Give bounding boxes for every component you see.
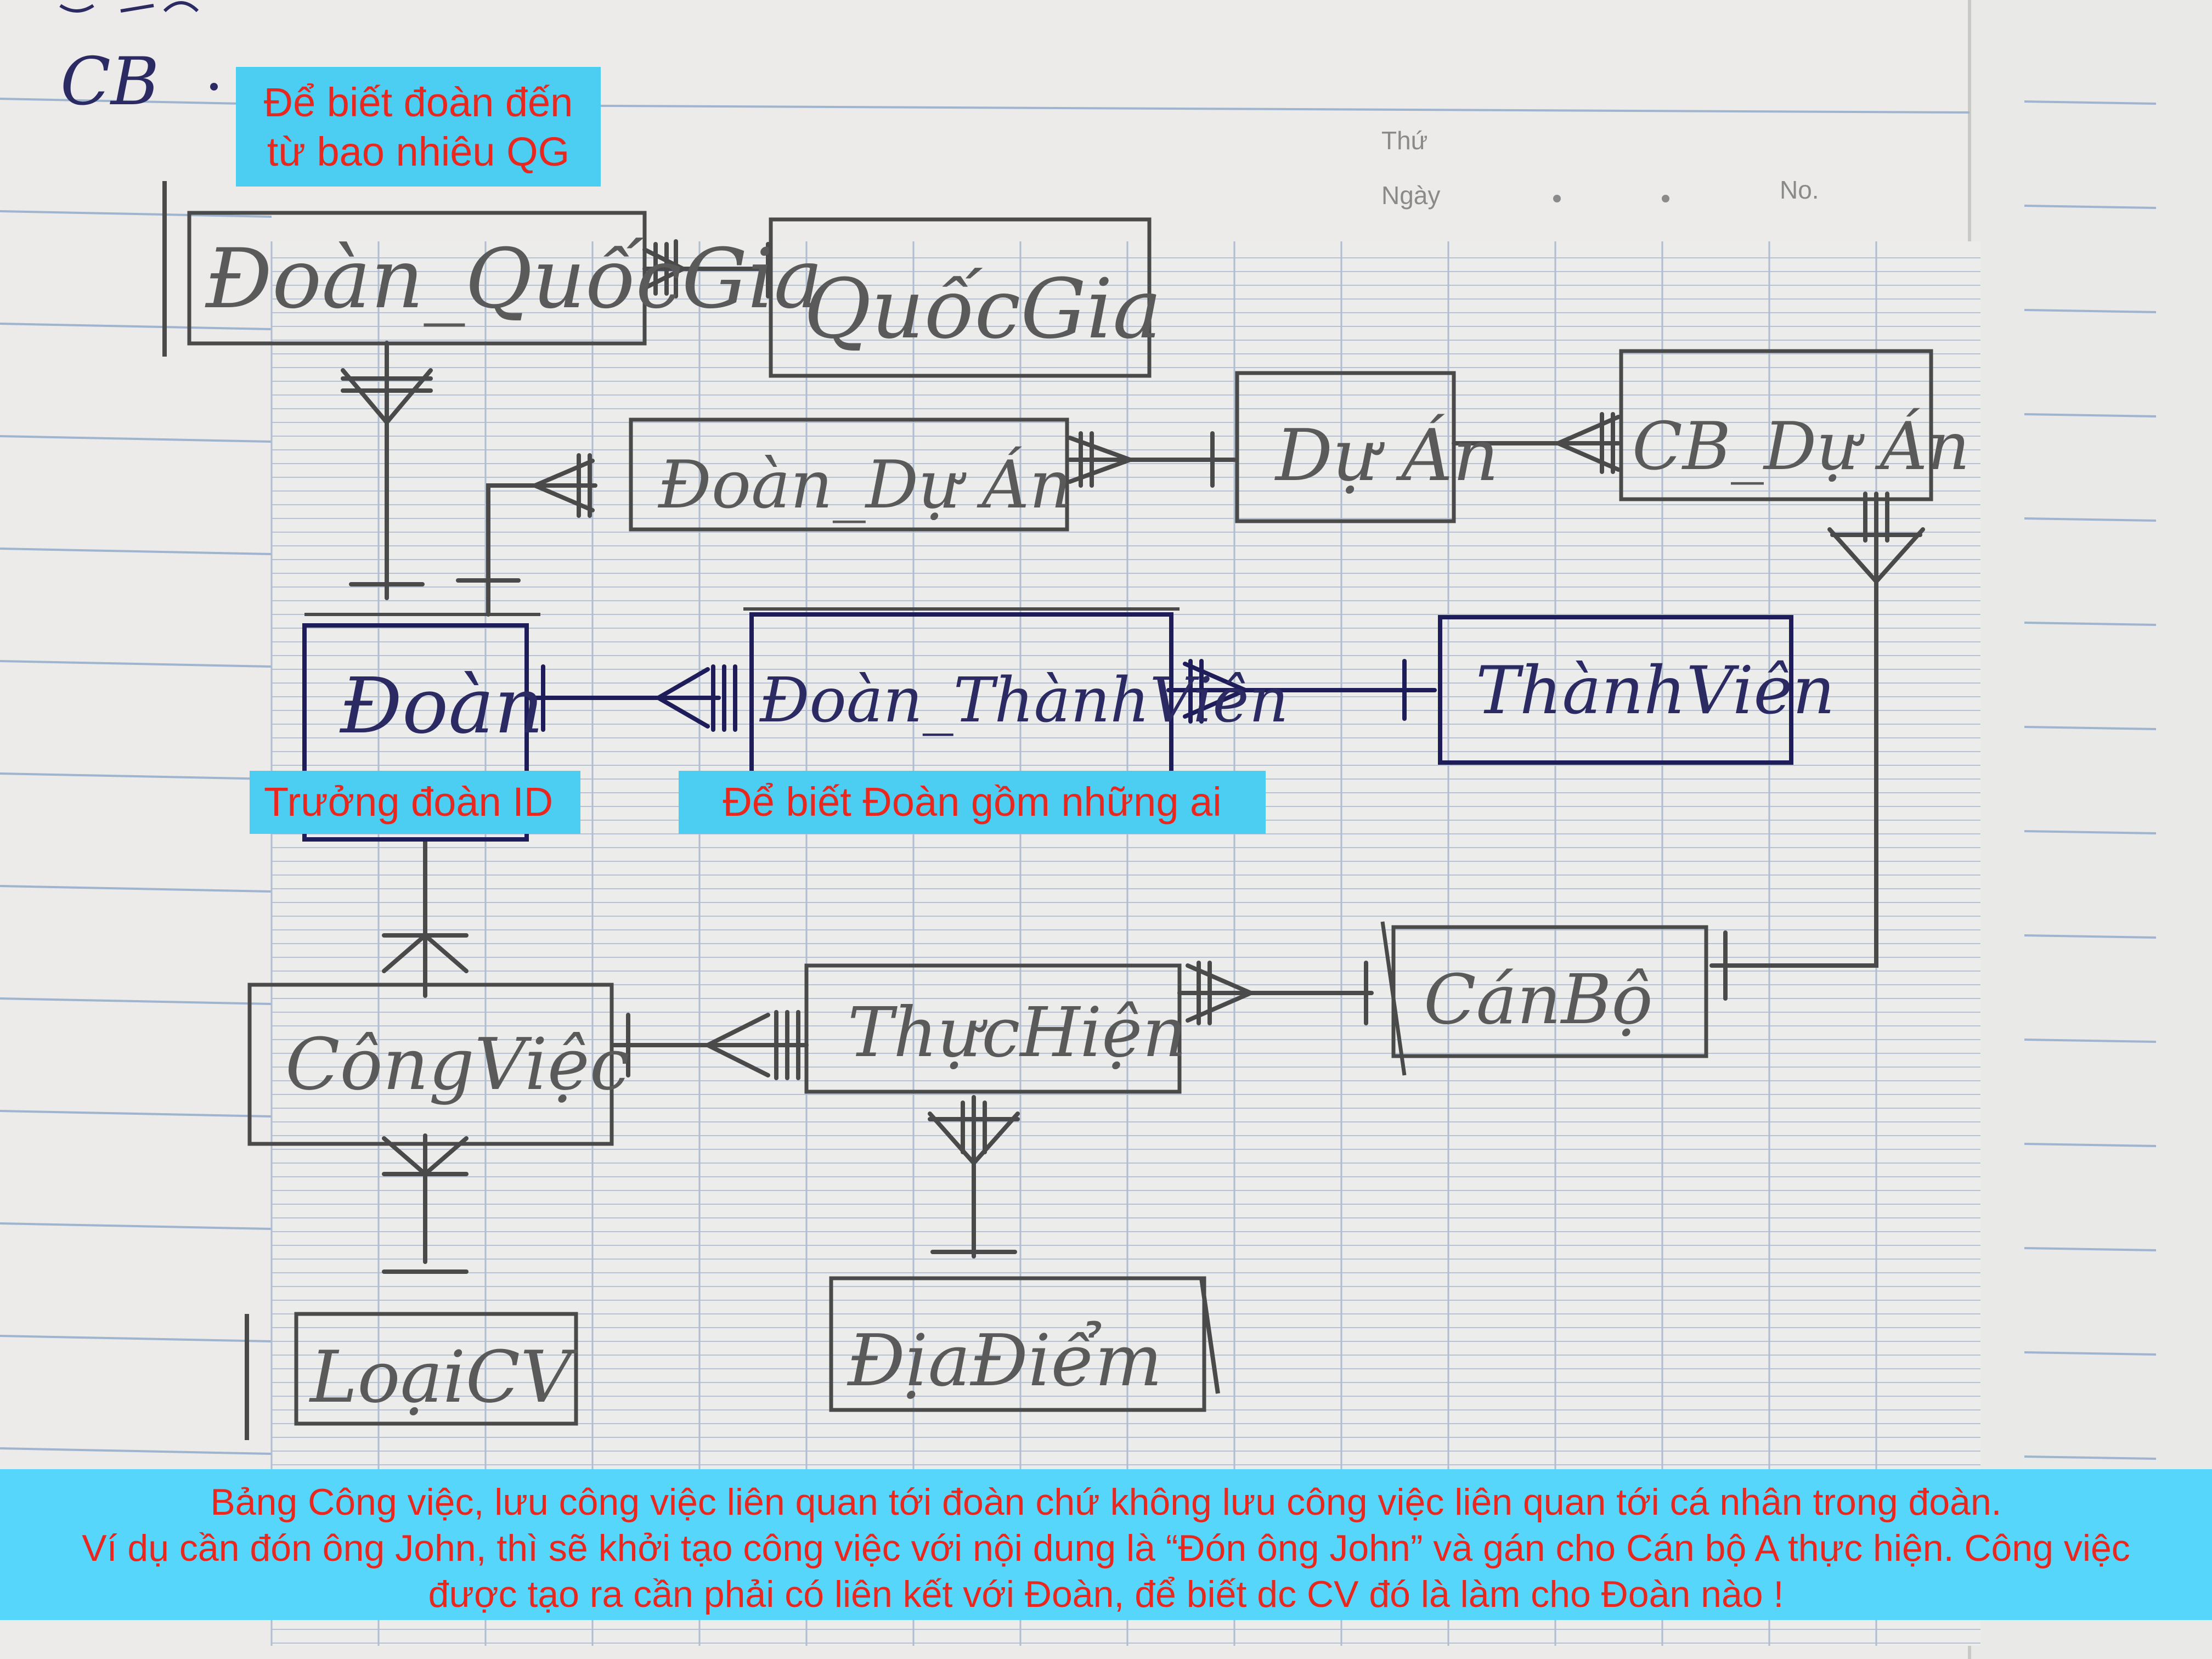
paper-line: [0, 997, 272, 1005]
entity-canbo: CánBộ: [1380, 921, 1708, 1076]
entity-thanhvien: ThànhViên: [1438, 615, 1835, 765]
entity-duan: Dự Án: [1235, 371, 1499, 523]
entity-congviec: CôngViệc: [247, 983, 630, 1146]
paper-line: [2024, 517, 2157, 522]
ink-relationship-lines: [524, 659, 1437, 732]
entity-label: CánBộ: [1424, 960, 1653, 1040]
relationship-lines: [341, 239, 1925, 1274]
paper-line: [2024, 830, 2157, 834]
entity-doan-thanhvien: Đoàn_ThànhViên: [743, 607, 1289, 787]
paper-line: [2024, 1247, 2157, 1251]
paper-line: [0, 1335, 272, 1342]
entity-label: ĐịaĐiểm: [847, 1319, 1163, 1402]
entity-doan-duan: Đoàn_Dự Án: [629, 417, 1072, 532]
note-text: Để biết Đoàn gồm những ai: [723, 779, 1222, 825]
paper-line: [2024, 622, 2157, 626]
entity-quocgia: QuốcGia: [769, 217, 1162, 378]
note-doan-gom: Để biết Đoàn gồm những ai: [679, 771, 1266, 834]
entity-label: Đoàn_ThànhViên: [759, 665, 1289, 736]
paper-line: [0, 98, 272, 105]
paper-line: [0, 548, 272, 555]
paper-line: [2024, 413, 2157, 417]
paper-line: [2024, 1039, 2157, 1043]
number-label: No.: [1780, 176, 1819, 204]
corner-scribble: [59, 1, 199, 13]
date-separator-dot: [1662, 195, 1669, 202]
paper-line: [2024, 726, 2157, 730]
note-text: Trưởng đoàn ID: [264, 779, 554, 825]
date-label: Ngày: [1381, 181, 1440, 210]
entity-label: QuốcGia: [804, 262, 1162, 357]
date-separator-dot: [1553, 195, 1561, 202]
paper-line: [0, 1447, 272, 1455]
paper-line: [2024, 309, 2157, 313]
note-line: Để biết đoàn đến: [263, 80, 573, 125]
corner-mark-cb: CB: [60, 44, 159, 120]
entity-label: LoạiCV: [309, 1335, 578, 1419]
entity-label: Đoàn: [339, 662, 544, 751]
entity-thuchien: ThựcHiện: [804, 963, 1187, 1094]
paper-line: [0, 772, 272, 780]
entity-label: CôngViệc: [285, 1023, 630, 1106]
paper-line: [2024, 205, 2157, 209]
entity-label: CB_Dự Án: [1632, 408, 1970, 485]
bottom-note-line: Ví dụ cần đón ông John, thì sẽ khởi tạo …: [82, 1527, 2130, 1569]
entity-label: Đoàn_Dự Án: [657, 446, 1072, 523]
entity-doan-quocgia: Đoàn_QuốcGia: [162, 181, 823, 357]
paper-line: [2024, 100, 2157, 105]
bottom-note-line: được tạo ra cần phải có liên kết với Đoà…: [428, 1573, 1784, 1615]
paper-line: [2024, 1351, 2157, 1356]
entity-label: Đoàn_QuốcGia: [205, 232, 823, 327]
entity-cb-duan: CB_Dự Án: [1619, 349, 1970, 501]
day-label: Thứ: [1381, 126, 1427, 155]
paper-line: [0, 885, 272, 893]
bottom-explanation: Bảng Công việc, lưu công việc liên quan …: [0, 1469, 2212, 1620]
corner-dot: [210, 83, 218, 91]
note-truong-doan: Trưởng đoàn ID: [250, 771, 580, 834]
paper-line: [2024, 1455, 2157, 1460]
entity-loaicv: LoạiCV: [245, 1312, 578, 1440]
paper-line: [0, 435, 272, 443]
note-line: từ bao nhiêu QG: [267, 129, 570, 174]
paper-line: [0, 323, 272, 330]
paper-line: [2024, 1143, 2157, 1147]
entity-label: ThựcHiện: [848, 993, 1187, 1073]
paper-line: [0, 1110, 272, 1118]
paper-line: [0, 660, 272, 668]
entity-label: ThànhViên: [1476, 653, 1835, 729]
paper-line: [0, 210, 272, 218]
entity-diadiem: ĐịaĐiểm: [829, 1276, 1220, 1412]
paper-line: [2024, 934, 2157, 939]
bottom-note-line: Bảng Công việc, lưu công việc liên quan …: [210, 1481, 2002, 1523]
entity-label: Dự Án: [1274, 414, 1499, 497]
paper-line: [0, 1222, 272, 1230]
entity-doan: Đoàn: [302, 613, 544, 842]
note-quocgia: Để biết đoàn đến từ bao nhiêu QG: [236, 67, 601, 187]
